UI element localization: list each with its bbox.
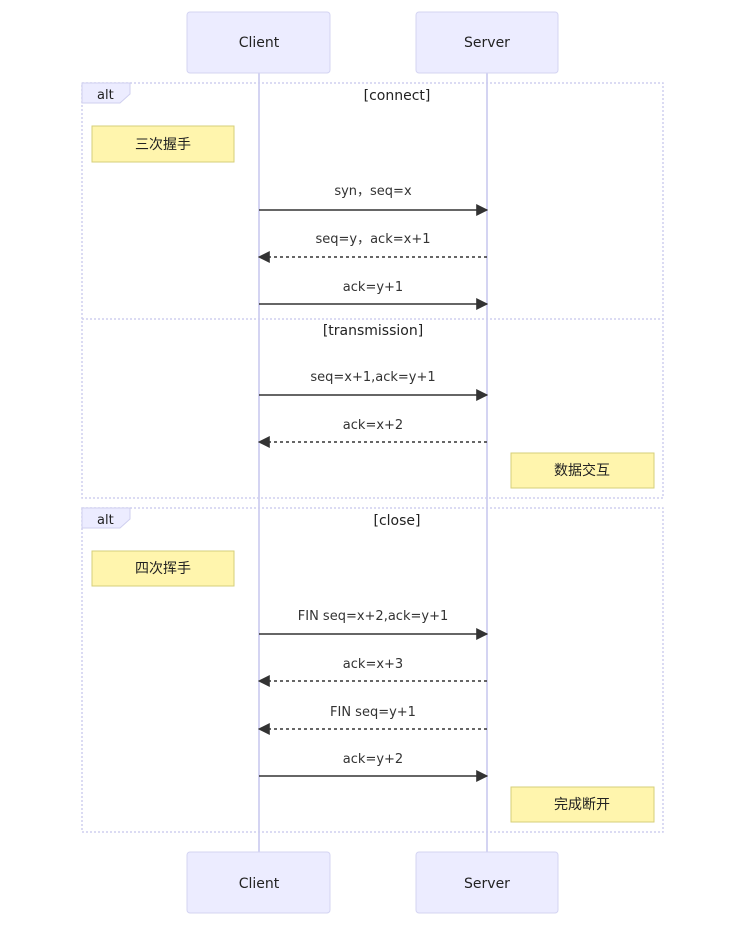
alt-label-2: alt [97,513,114,528]
message-data-ack: ack=x+2 [257,418,487,448]
message-data: seq=x+1,ack=y+1 [259,370,489,401]
message-data-label: seq=x+1,ack=y+1 [310,370,435,385]
alt-tab-2 [81,507,131,529]
condition-close: [close] [374,513,421,529]
message-data-ack-label: ack=x+2 [343,418,403,433]
actor-client-top-label: Client [239,35,280,51]
actor-server-top: Server [415,11,559,74]
message-fin-client: FIN seq=x+2,ack=y+1 [259,609,489,640]
note-teardown: 四次挥手 [91,550,235,587]
message-syn: syn，seq=x [259,184,489,216]
message-final-ack-label: ack=y+2 [343,752,403,767]
message-ack: ack=y+1 [259,280,489,310]
actor-server-bottom-label: Server [464,876,510,892]
message-fin-client-label: FIN seq=x+2,ack=y+1 [298,609,448,624]
note-handshake: 三次握手 [91,125,235,163]
condition-transmission: [transmission] [323,323,423,339]
note-teardown-text: 四次挥手 [135,561,191,577]
note-disconnect: 完成断开 [510,786,655,823]
condition-connect: [connect] [364,88,431,104]
message-fin-server-label: FIN seq=y+1 [330,705,416,720]
message-ack-label: ack=y+1 [343,280,403,295]
message-fin-server: FIN seq=y+1 [257,705,487,735]
message-fin-ack: ack=x+3 [257,657,487,687]
note-data-exchange-text: 数据交互 [554,462,610,479]
actor-server-bottom: Server [415,851,559,914]
note-data-exchange: 数据交互 [510,452,655,489]
message-syn-label: syn，seq=x [334,184,412,199]
alt-label-1: alt [97,88,114,103]
message-syn-ack-label: seq=y，ack=x+1 [315,232,430,247]
actor-client-bottom-label: Client [239,876,280,892]
alt-frame-2: alt [close] [81,507,664,833]
message-fin-ack-label: ack=x+3 [343,657,403,672]
actor-client-bottom: Client [186,851,331,914]
actor-client-top: Client [186,11,331,74]
note-handshake-text: 三次握手 [135,137,191,153]
message-syn-ack: seq=y，ack=x+1 [257,232,487,263]
alt-tab-1 [81,82,131,104]
message-final-ack: ack=y+2 [259,752,489,782]
alt-frame-1: alt [connect] [transmission] [81,82,664,499]
note-disconnect-text: 完成断开 [554,797,610,813]
actor-server-top-label: Server [464,35,510,51]
